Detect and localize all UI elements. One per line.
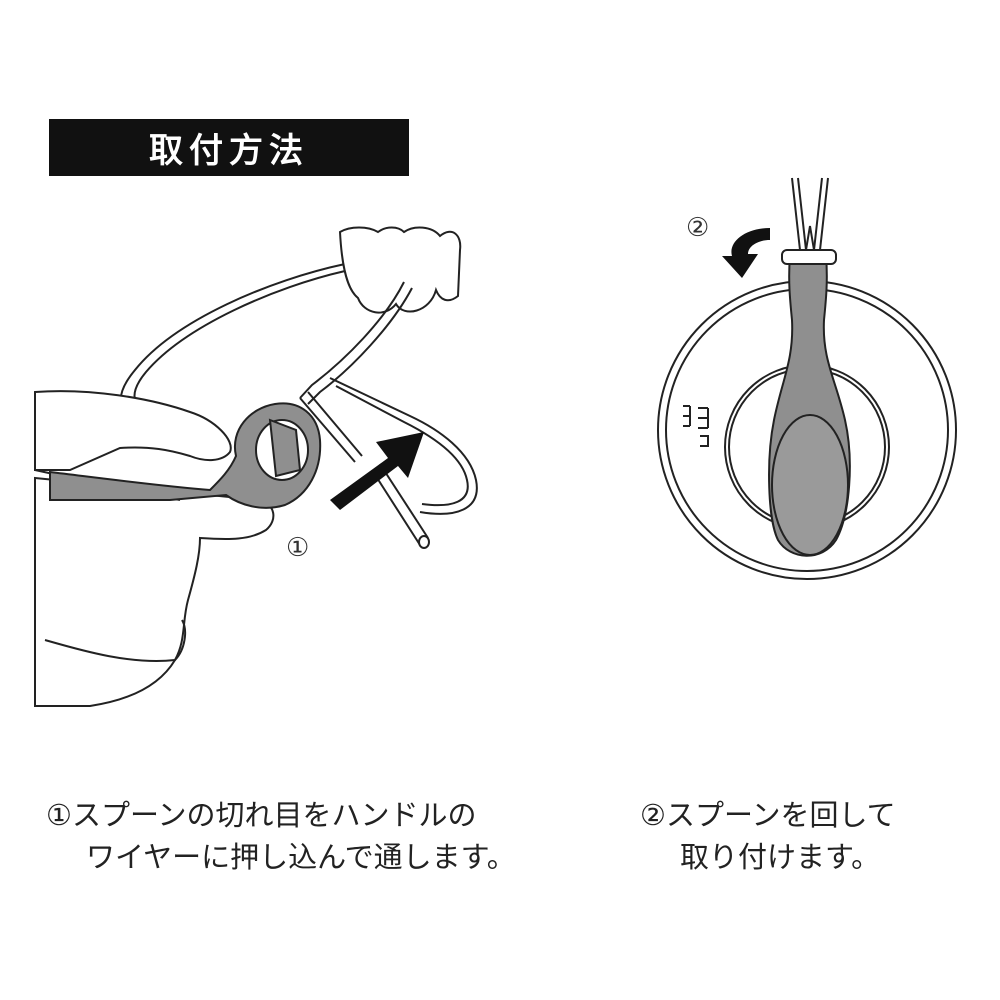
- upper-hand: [338, 226, 462, 314]
- step2-caption-line2: 取り付けます。: [680, 840, 881, 874]
- step2-caption-line1: ②スプーンを回して: [640, 798, 896, 832]
- spoon-step2: [768, 177, 851, 557]
- step1-marker: ①: [286, 533, 309, 563]
- step1-caption-line1: ①スプーンの切れ目をハンドルの: [46, 798, 477, 832]
- lower-hand: [34, 390, 275, 707]
- wire-handle: [299, 281, 478, 549]
- rotate-arrow-icon: [722, 228, 770, 278]
- step2-marker: ②: [686, 213, 709, 243]
- insert-arrow: [330, 432, 424, 510]
- step2-caption: ②スプーンを回して 取り付けます。: [640, 794, 896, 878]
- title-bar: 取付方法: [49, 119, 409, 176]
- step2-illustration: ②: [657, 177, 957, 580]
- step1-illustration: ①: [34, 226, 478, 707]
- step1-caption-line2: ワイヤーに押し込んで通します。: [86, 840, 516, 874]
- page-title: 取付方法: [149, 131, 309, 171]
- step1-caption: ①スプーンの切れ目をハンドルの ワイヤーに押し込んで通します。: [46, 794, 516, 878]
- spoon-step1: [49, 402, 322, 509]
- scale-marks: [683, 405, 709, 447]
